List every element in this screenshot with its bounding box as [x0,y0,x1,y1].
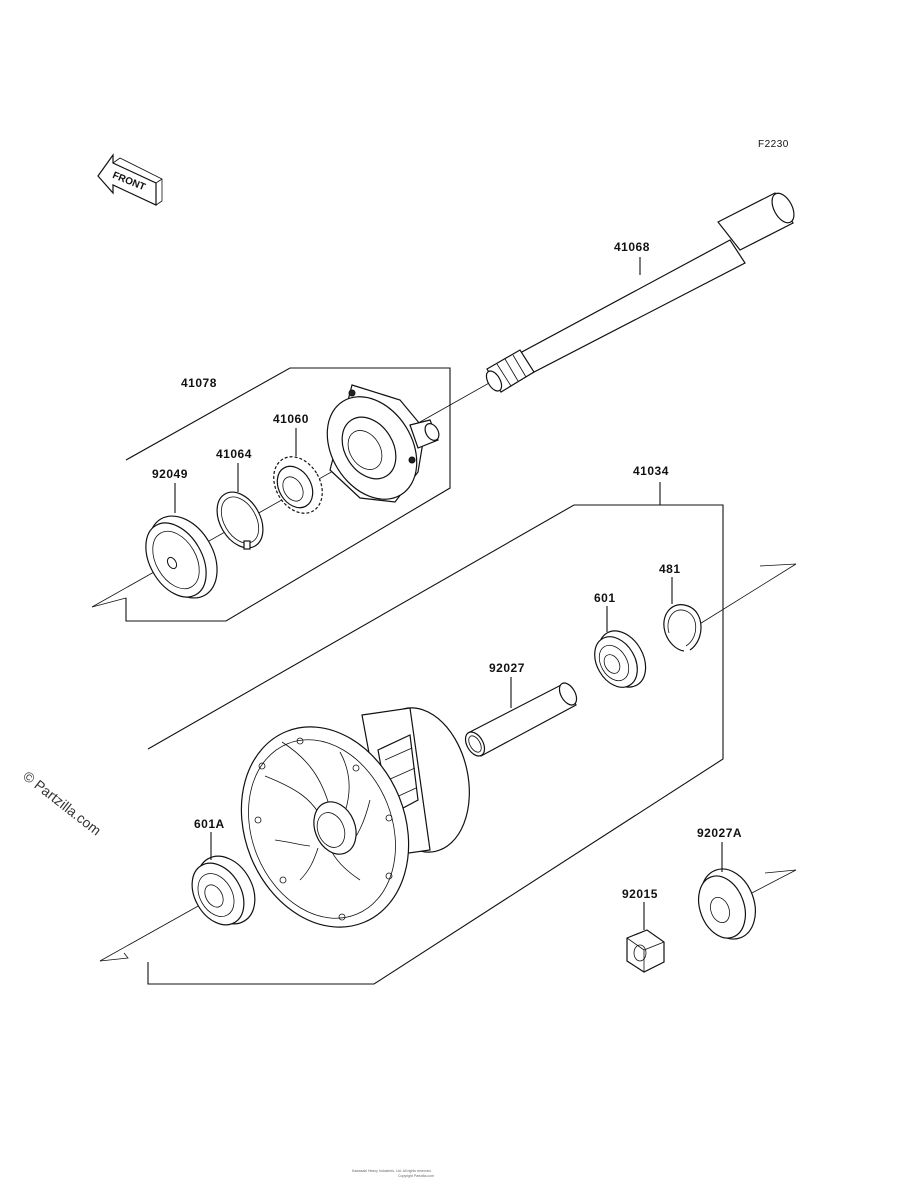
ball-bearing-part[interactable] [586,623,655,696]
footer-line-2: Copyright Partzilla.com [398,1174,434,1178]
part-label-481[interactable]: 481 [659,562,681,576]
axle-nut-part[interactable] [626,929,665,973]
oil-seal-part[interactable] [133,504,230,610]
part-label-41060[interactable]: 41060 [273,412,309,426]
part-label-601[interactable]: 601 [594,591,616,605]
front-arrow-icon: FRONT [97,153,163,206]
part-label-41064[interactable]: 41064 [216,447,252,461]
part-label-41034[interactable]: 41034 [633,464,669,478]
bracket-41078 [125,367,451,622]
collar-a-part[interactable] [690,861,764,946]
part-label-41068[interactable]: 41068 [614,240,650,254]
drive-gear-part[interactable] [264,448,332,522]
part-label-92015[interactable]: 92015 [622,887,658,901]
ball-bearing-a-part[interactable] [182,846,267,934]
retainer-part[interactable] [208,484,273,556]
part-label-41078[interactable]: 41078 [181,376,217,390]
bracket-41034 [147,504,724,985]
circlip-part[interactable] [663,604,702,652]
watermark: © Partzilla.com [20,768,104,839]
part-label-92027A[interactable]: 92027A [697,826,742,840]
figure-code: F2230 [758,139,789,150]
gear-housing-part[interactable] [309,380,442,516]
part-label-92027[interactable]: 92027 [489,661,525,675]
wheel-hub-part[interactable] [212,699,482,953]
part-label-601A[interactable]: 601A [194,817,225,831]
axle-part[interactable] [483,190,798,394]
part-label-92049[interactable]: 92049 [152,467,188,481]
footer-line-1: Kawasaki Heavy Industries, Ltd. All righ… [352,1169,432,1173]
distance-collar-part[interactable] [462,680,580,759]
